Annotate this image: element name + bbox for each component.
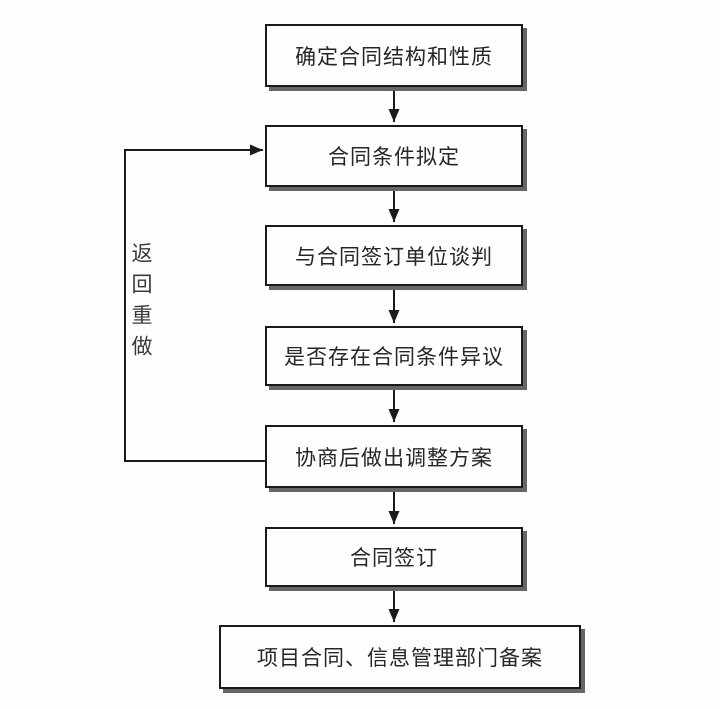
flow-node-filing: 项目合同、信息管理部门备案 xyxy=(219,625,581,689)
flow-node-negotiate: 与合同签订单位谈判 xyxy=(265,225,523,286)
flow-node-contract-signing: 合同签订 xyxy=(265,527,523,587)
flow-node-objection-check: 是否存在合同条件异议 xyxy=(265,326,523,386)
flow-node-adjustment-plan: 协商后做出调整方案 xyxy=(265,425,523,488)
flow-node-draft-conditions: 合同条件拟定 xyxy=(265,125,523,187)
flow-node-determine-structure: 确定合同结构和性质 xyxy=(265,24,523,87)
feedback-loop-label: 返回重做 xyxy=(129,242,153,366)
